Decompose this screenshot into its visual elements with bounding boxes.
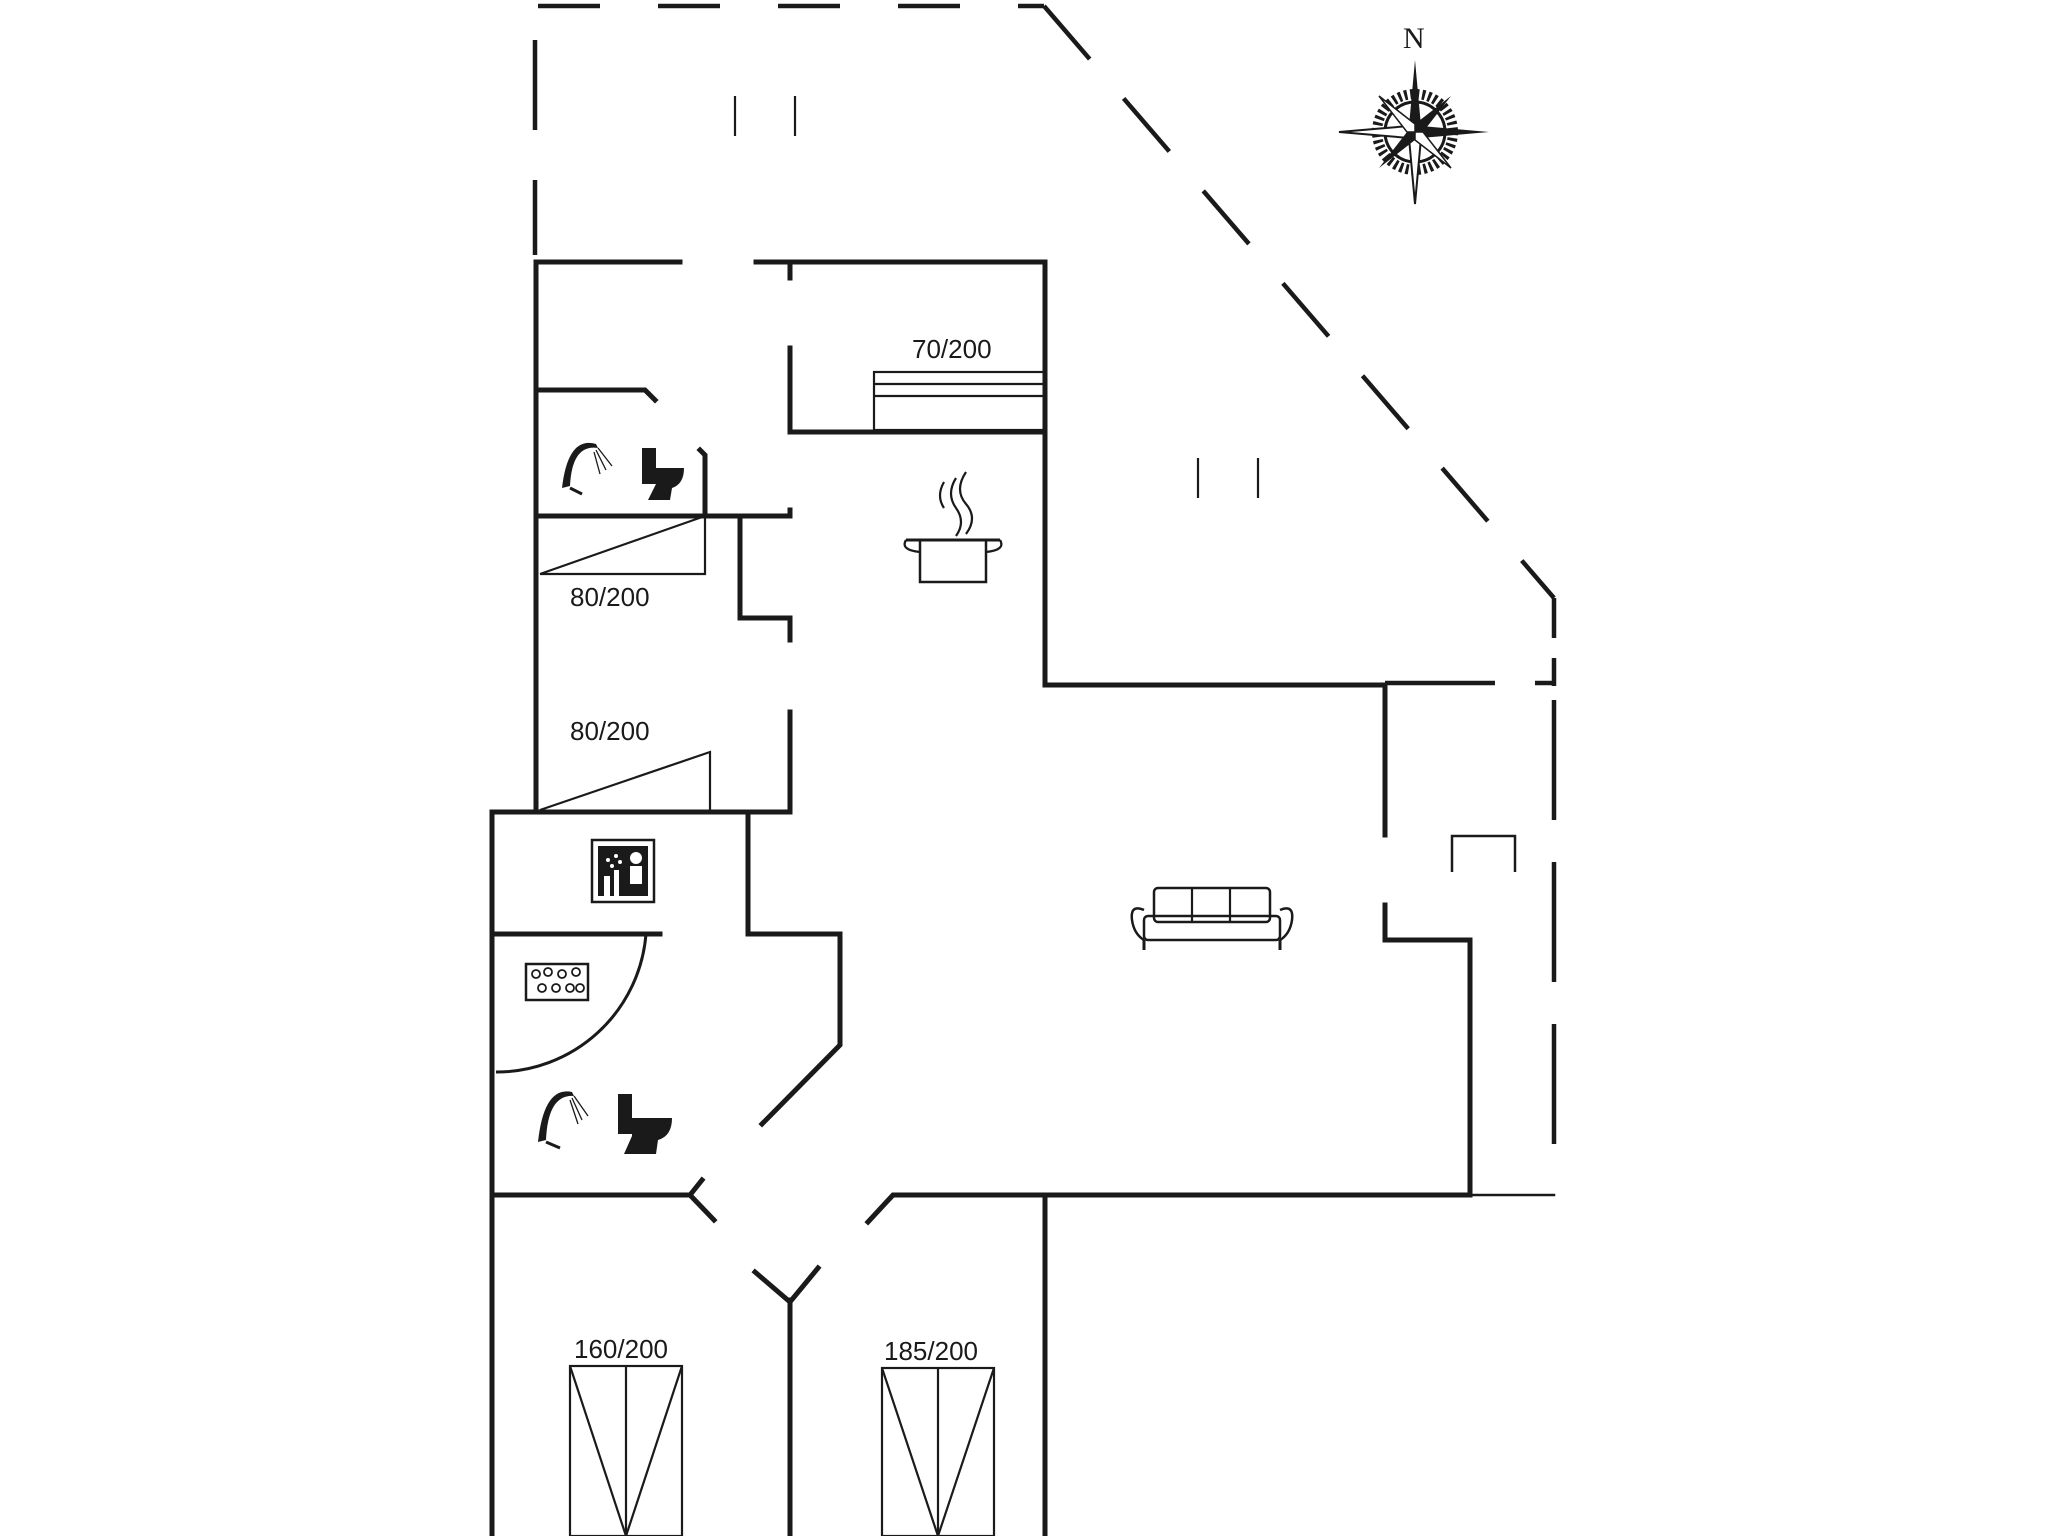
bed-size-label: 160/200 (574, 1334, 668, 1364)
bed-size-label: 80/200 (570, 716, 650, 746)
bed-80-200-lower: 80/200 (539, 716, 712, 812)
terrace-markers (733, 96, 1260, 498)
compass-north-label: N (1403, 22, 1425, 55)
whirlpool-icon (524, 962, 590, 1002)
door-arc (495, 933, 648, 1074)
sauna-icon (590, 838, 656, 904)
bench-icon (1450, 834, 1517, 872)
shower-icon (562, 442, 613, 496)
compass-rose-icon: N (1338, 22, 1489, 205)
interior-walls (489, 259, 1048, 1536)
toilet-icon (618, 1094, 672, 1154)
bed-80-200-upper: 80/200 (539, 514, 707, 612)
cooking-pot-icon (903, 471, 1003, 584)
toilet-icon (642, 448, 684, 500)
bed-size-label: 70/200 (912, 334, 992, 364)
sofa-icon (1130, 886, 1294, 950)
bed-160-200: 160/200 (568, 1334, 684, 1536)
bed-size-label: 80/200 (570, 582, 650, 612)
bed-70-200: 70/200 (872, 334, 1046, 432)
bed-185-200: 185/200 (880, 1336, 996, 1536)
terrace-outline (532, 3, 1557, 1155)
bed-size-label: 185/200 (884, 1336, 978, 1366)
shower-icon (538, 1091, 589, 1150)
